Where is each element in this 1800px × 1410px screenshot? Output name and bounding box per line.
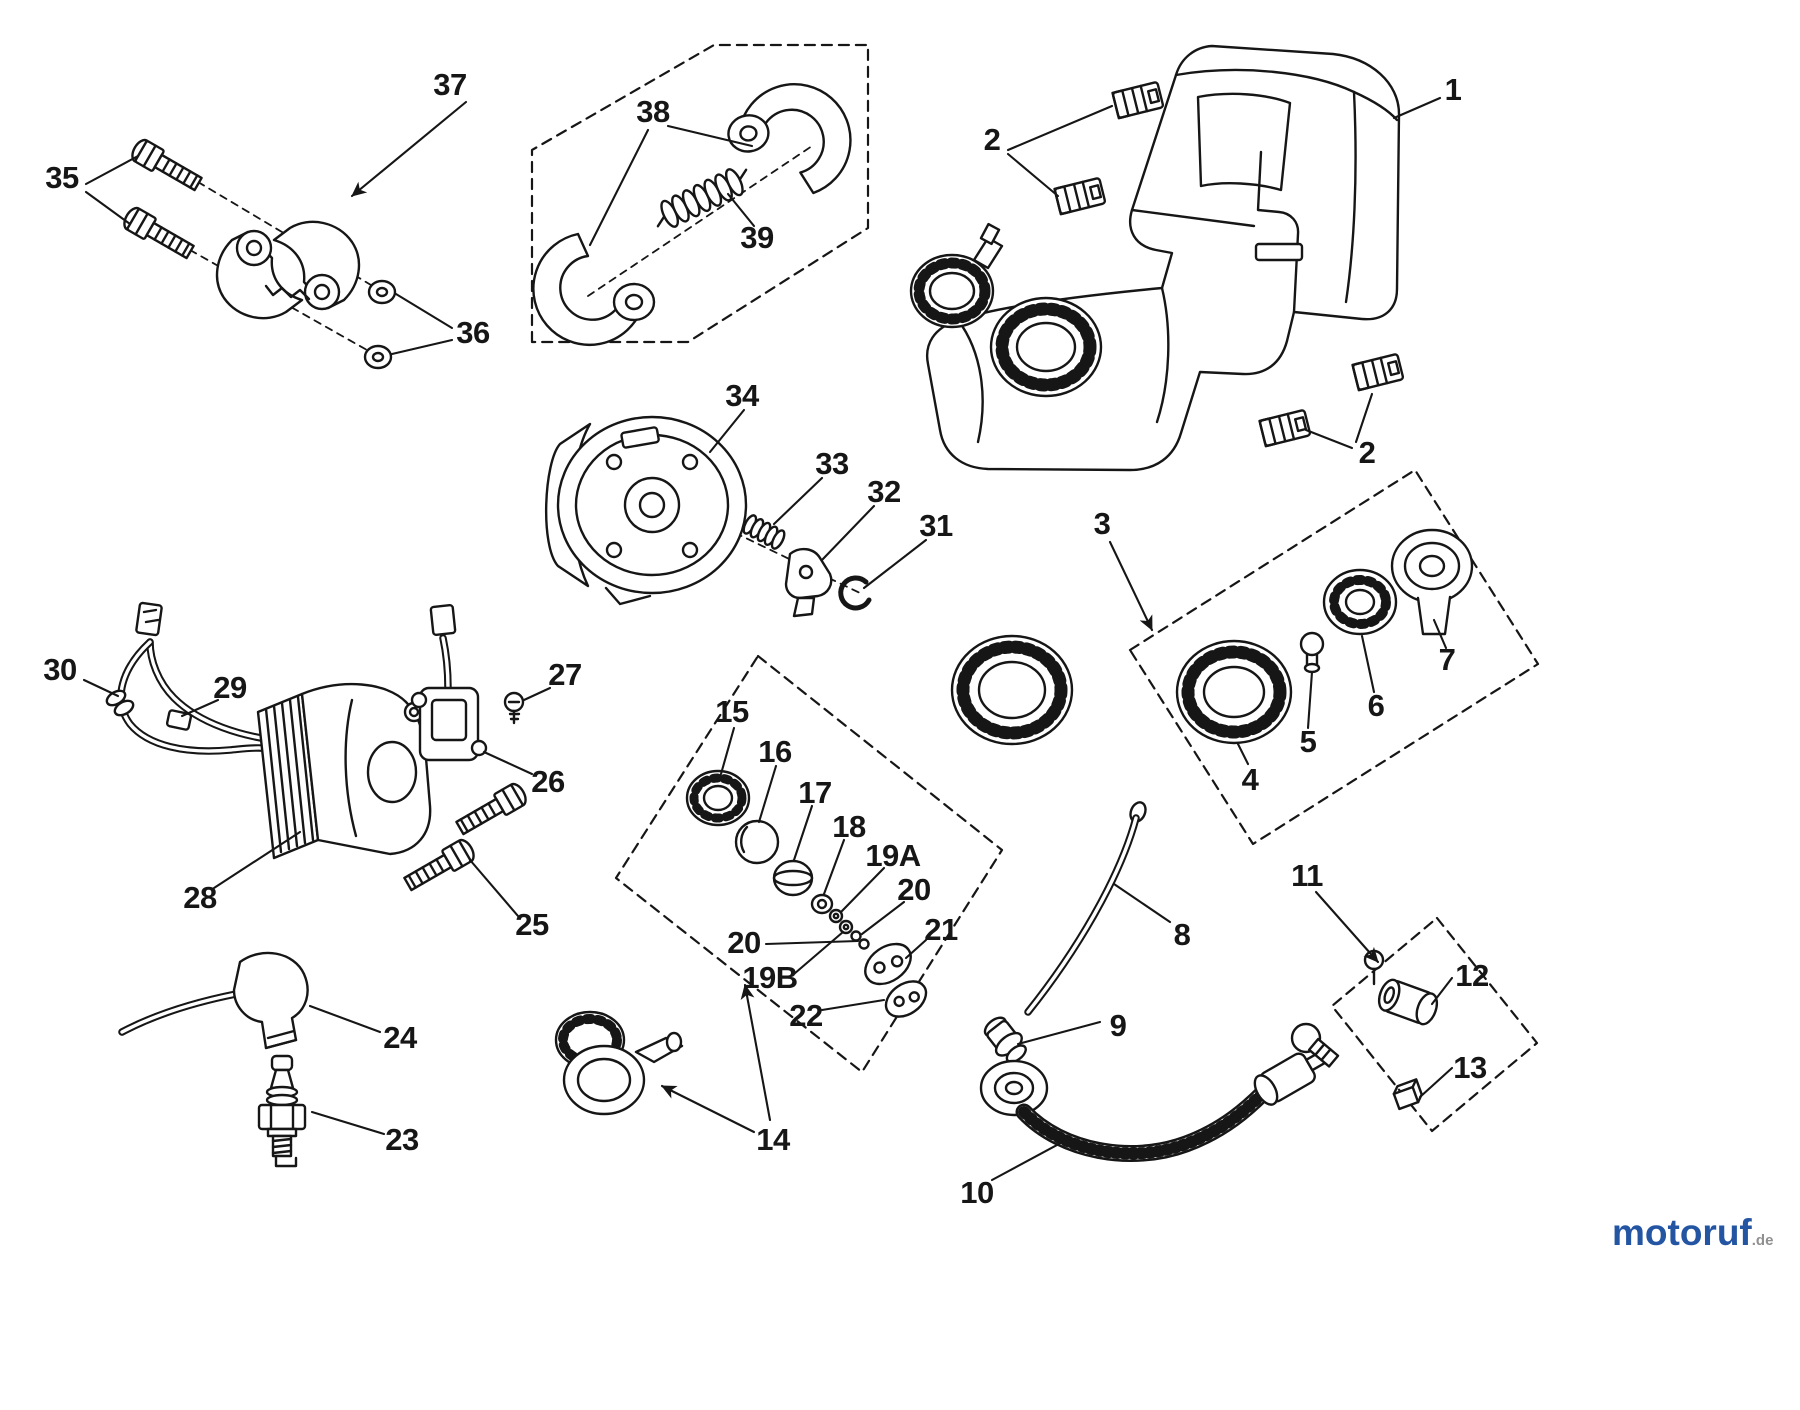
part-label-29: 29: [213, 670, 247, 705]
part-label-12: 12: [1455, 958, 1489, 993]
part-label-28: 28: [183, 880, 217, 915]
part-label-35: 35: [45, 160, 79, 195]
flywheel-drawing: [545, 415, 748, 606]
fuel-tank-drawing: [909, 44, 1401, 472]
watermark-brand[interactable]: motoruf: [1612, 1212, 1752, 1253]
watermark-domain-suffix: .de: [1751, 1232, 1774, 1249]
clutch-assembly-drawing: [119, 135, 397, 370]
part-label-3: 3: [1093, 506, 1111, 541]
part-label-38: 38: [636, 94, 670, 129]
part-label-19b: 19B: [742, 960, 798, 995]
part-label-9: 9: [1109, 1008, 1127, 1043]
part-label-20a: 20: [897, 872, 931, 907]
part-label-36: 36: [456, 315, 490, 350]
part-label-33: 33: [815, 446, 849, 481]
part-label-5: 5: [1299, 724, 1317, 759]
watermark[interactable]: motoruf.de: [1612, 1212, 1773, 1254]
dashed-detail-boxes: [530, 43, 1540, 1133]
ignition-module-drawing: [410, 604, 525, 762]
part-label-20b: 20: [727, 925, 761, 960]
spark-plug-drawing: [257, 1054, 307, 1168]
clutch-shoes-exploded-drawing: [532, 75, 859, 347]
part-label-16: 16: [758, 734, 792, 769]
ignition-coil-drawing: [105, 601, 432, 860]
part-label-2a: 2: [983, 122, 1001, 157]
part-label-2b: 2: [1358, 435, 1376, 470]
part-label-39: 39: [740, 220, 774, 255]
part-label-15: 15: [715, 694, 749, 729]
part-label-30: 30: [43, 652, 77, 687]
part-label-18: 18: [832, 809, 866, 844]
part-label-17: 17: [798, 775, 832, 810]
part-label-37: 37: [433, 67, 467, 102]
part-label-10: 10: [960, 1175, 994, 1210]
part-label-21: 21: [924, 912, 958, 947]
carburetor-parts-drawing: [685, 769, 928, 1018]
primer-parts-drawing: [1290, 949, 1439, 1111]
part-label-19a: 19A: [865, 838, 921, 873]
part-label-24: 24: [383, 1020, 417, 1055]
pawl-parts-drawing: [742, 514, 872, 618]
fuel-cap-exploded-drawing: [950, 528, 1474, 746]
part-label-32: 32: [867, 474, 901, 509]
part-label-14: 14: [756, 1122, 790, 1157]
part-label-26: 26: [531, 764, 565, 799]
part-label-23: 23: [385, 1122, 419, 1157]
part-label-13: 13: [1453, 1050, 1487, 1085]
fuel-filter-drawing: [554, 1010, 684, 1116]
part-label-1: 1: [1444, 72, 1462, 107]
part-label-11: 11: [1291, 858, 1323, 893]
part-label-7: 7: [1438, 642, 1456, 677]
part-label-27: 27: [548, 657, 582, 692]
part-label-4: 4: [1241, 762, 1259, 797]
clutch-spring-drawing: [656, 168, 748, 228]
spark-plug-boot-drawing: [118, 951, 309, 1050]
leader-lines: [82, 96, 1454, 1182]
part-label-22: 22: [789, 998, 823, 1033]
part-label-25: 25: [515, 907, 549, 942]
part-label-6: 6: [1367, 688, 1385, 723]
fuel-pickup-drawing: [979, 801, 1326, 1162]
part-label-34: 34: [725, 378, 759, 413]
part-label-8: 8: [1173, 917, 1191, 952]
part-label-31: 31: [919, 508, 953, 543]
